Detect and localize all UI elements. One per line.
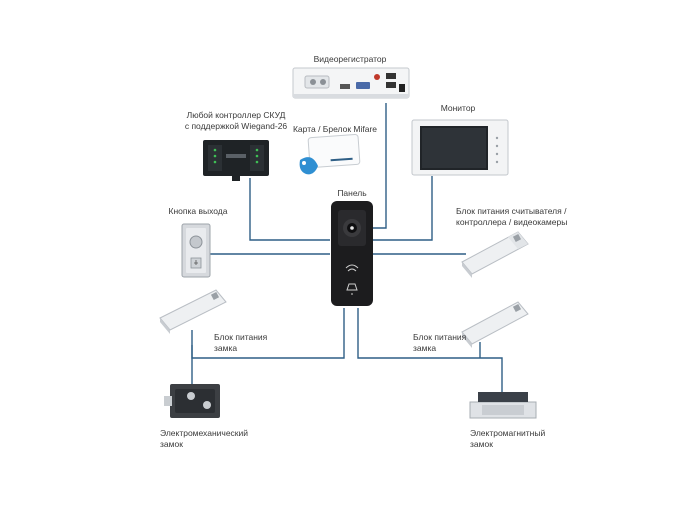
- mag-lock-device: [469, 392, 537, 419]
- recorder-device: [292, 67, 410, 99]
- line-panel-recorder: [372, 103, 387, 229]
- label-psu-lock-left-line1: Блок питания: [214, 332, 268, 342]
- label-psu-reader-line1: Блок питания считывателя /: [456, 206, 567, 216]
- label-panel: Панель: [337, 188, 367, 198]
- label-mag-lock-line2: замок: [470, 439, 493, 449]
- label-em-lock-line2: замок: [160, 439, 183, 449]
- label-controller-line2: с поддержкой Wiegand-26: [184, 121, 288, 131]
- line-panel-monitor: [372, 176, 433, 241]
- label-psu-lock-left: Блок питания замка: [214, 332, 267, 354]
- label-psu-lock-right-line2: замка: [413, 343, 437, 353]
- psu-reader-device: [461, 231, 529, 278]
- label-psu-lock-right-line1: Блок питания: [413, 332, 467, 342]
- connection-lines: [191, 103, 503, 392]
- controller-device: [203, 140, 269, 181]
- psu-lock-right-device: [461, 301, 529, 348]
- label-exit-button: Кнопка выхода: [168, 206, 228, 216]
- label-em-lock: Электромеханический замок: [160, 428, 248, 450]
- label-mag-lock: Электромагнитный замок: [470, 428, 545, 450]
- line-panel-maglock: [357, 308, 503, 392]
- exit-button-device: [181, 223, 211, 278]
- label-em-lock-line1: Электромеханический: [160, 428, 249, 438]
- psu-lock-left-device: [159, 289, 227, 334]
- em-lock-device: [164, 384, 220, 418]
- label-recorder: Видеорегистратор: [313, 54, 387, 64]
- label-controller-line1: Любой контроллер СКУД: [186, 110, 286, 120]
- panel-device: [331, 201, 373, 306]
- label-monitor: Монитор: [440, 103, 476, 113]
- label-psu-reader: Блок питания считывателя / контроллера /…: [456, 206, 567, 228]
- label-card: Карта / Брелок Mifare: [292, 124, 378, 134]
- line-controller-panel: [249, 178, 330, 241]
- monitor-device: [411, 119, 509, 176]
- label-mag-lock-line1: Электромагнитный: [470, 428, 546, 438]
- label-psu-lock-right: Блок питания замка: [413, 332, 466, 354]
- label-psu-reader-line2: контроллера / видеокамеры: [456, 217, 568, 227]
- label-psu-lock-left-line2: замка: [214, 343, 238, 353]
- label-controller: Любой контроллер СКУД с поддержкой Wiega…: [180, 110, 292, 132]
- line-panel-psu-lock-left: [191, 308, 345, 359]
- card-keyfob: [299, 133, 361, 175]
